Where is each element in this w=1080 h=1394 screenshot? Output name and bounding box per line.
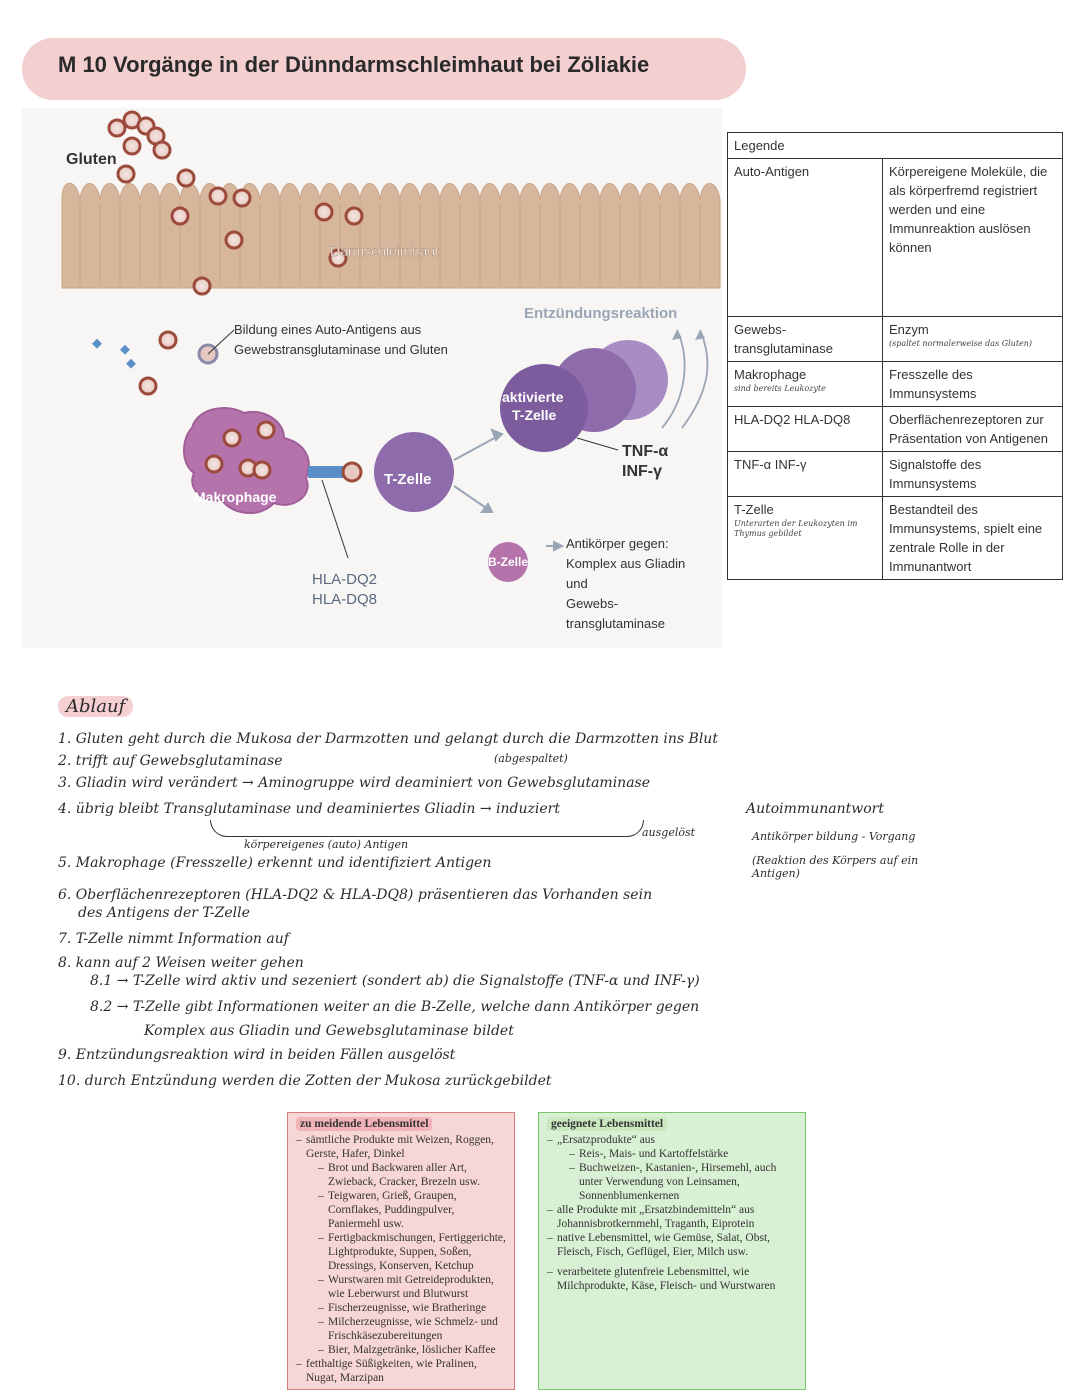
legend-definition: Fresszelle des Immunsystems xyxy=(882,361,1063,407)
note-annotation: (Reaktion des Körpers auf ein Antigen) xyxy=(752,854,919,880)
mucosa-label: Darmschleimhaut xyxy=(330,243,439,259)
inflammation-arrowheads xyxy=(672,330,705,340)
note-line: 7. T-Zelle nimmt Information auf xyxy=(58,931,289,947)
macrophage-gluten xyxy=(204,420,276,480)
note-line: 2. trifft auf Gewebsglutaminase xyxy=(58,753,283,769)
hla-pointer xyxy=(321,479,349,559)
antibody-label-1: Antikörper gegen: xyxy=(566,536,669,551)
antibody-label-2: Komplex aus Gliadin xyxy=(566,556,685,571)
note-line: 9. Entzündungsreaktion wird in beiden Fä… xyxy=(58,1047,456,1063)
auto-antigen-pointer xyxy=(207,329,235,355)
gluten-label: Gluten xyxy=(66,151,117,168)
macrophage-label: Makrophage xyxy=(194,489,277,505)
list-item: Teigwaren, Grieß, Graupen, Cornflakes, P… xyxy=(318,1189,506,1231)
suitable-foods-box: geeignete Lebensmittel „Ersatzprodukte“ … xyxy=(538,1112,806,1390)
hla-label-1: HLA-DQ2 xyxy=(312,571,377,588)
note-annotation: körpereigenes (auto) Antigen xyxy=(244,838,409,851)
note-line: 4. übrig bleibt Transglutaminase und dea… xyxy=(58,801,560,817)
list-item: fetthaltige Süßigkeiten, wie Pralinen, N… xyxy=(296,1357,506,1385)
b-cell-label: B-Zelle xyxy=(488,555,528,569)
legend-definition: Enzym(spaltet normalerweise das Gluten) xyxy=(882,316,1063,362)
activated-t-cell-1 xyxy=(500,364,588,452)
flow-arrows xyxy=(453,428,565,552)
hla-receptor xyxy=(308,466,350,478)
activated-t-cell-label-2: T-Zelle xyxy=(512,407,557,423)
note-line: des Antigens der T-Zelle xyxy=(78,905,250,921)
suitable-foods-heading: geeignete Lebensmittel xyxy=(547,1117,668,1131)
note-line: 5. Makrophage (Fresszelle) erkennt und i… xyxy=(58,855,492,871)
coeliac-diagram: Gluten Darmschleimhaut Entzündungsreakti… xyxy=(22,108,722,648)
notes-heading: Ablauf xyxy=(58,696,134,717)
note-annotation: Autoimmunantwort xyxy=(746,801,884,817)
legend-definition: Signalstoffe des Immunsystems xyxy=(882,451,1063,497)
t-cell xyxy=(374,432,454,512)
note-line: 1. Gluten geht durch die Mukosa der Darm… xyxy=(58,731,718,747)
foods-to-avoid-box: zu meidende Lebensmittel sämtliche Produ… xyxy=(287,1112,515,1390)
legend-table: Legende Auto-Antigen Körpereigene Molekü… xyxy=(727,132,1063,580)
auto-antigen-label-2: Gewebstransglutaminase und Gluten xyxy=(234,342,448,357)
note-line: 3. Gliadin wird verändert → Aminogruppe … xyxy=(58,775,651,791)
legend-definition: Körpereigene Moleküle, die als körperfre… xyxy=(882,158,1063,317)
list-item: Wurstwaren mit Getreideprodukten, wie Le… xyxy=(318,1273,506,1301)
list-item: Buchweizen-, Kastanien-, Hirsemehl, auch… xyxy=(569,1161,797,1203)
note-annotation: Antikörper bildung - Vorgang xyxy=(752,830,916,843)
note-annotation: (abgespaltet) xyxy=(494,752,568,765)
list-item: verarbeitete glutenfreie Lebensmittel, w… xyxy=(547,1265,797,1293)
legend-term: HLA-DQ2 HLA-DQ8 xyxy=(727,406,883,452)
presented-antigen xyxy=(341,461,363,483)
t-cell-label: T-Zelle xyxy=(384,471,432,488)
title-banner xyxy=(22,38,746,100)
underbrace xyxy=(210,820,644,837)
list-item: Milcherzeugnisse, wie Schmelz- und Frisc… xyxy=(318,1315,506,1343)
note-line: Komplex aus Gliadin und Gewebsglutaminas… xyxy=(144,1023,514,1039)
foods-to-avoid-heading: zu meidende Lebensmittel xyxy=(296,1117,433,1131)
note-line: 8.2 → T-Zelle gibt Informationen weiter … xyxy=(90,999,700,1015)
inf-label: INF-γ xyxy=(622,463,662,480)
auto-antigen-label-1: Bildung eines Auto-Antigens aus xyxy=(234,322,422,337)
list-item: „Ersatzprodukte“ aus Reis-, Mais- und Ka… xyxy=(547,1133,797,1203)
mucosa-villi xyxy=(61,182,721,289)
villi-shading xyxy=(79,203,701,286)
list-item: alle Produkte mit „Ersatzbindemitteln“ a… xyxy=(547,1203,797,1231)
legend-definition: Bestandteil des Immunsystems, spielt ein… xyxy=(882,496,1063,580)
legend-header: Legende xyxy=(727,132,1063,159)
gluten-rings xyxy=(107,110,364,396)
inflammation-arrows xyxy=(661,329,709,429)
activated-t-cell-label-1: aktivierte xyxy=(502,389,564,405)
list-item: native Lebensmittel, wie Gemüse, Salat, … xyxy=(547,1231,797,1259)
list-item: Brot und Backwaren aller Art, Zwieback, … xyxy=(318,1161,506,1189)
tnf-pointer xyxy=(576,437,619,451)
inflammation-label: Entzündungsreaktion xyxy=(524,305,677,322)
list-item: Fischerzeugnisse, wie Bratheringe xyxy=(318,1301,506,1315)
note-line: 10. durch Entzündung werden die Zotten d… xyxy=(58,1073,552,1089)
transglutaminase-fragments xyxy=(92,338,136,369)
list-item: Bier, Malzgetränke, löslicher Kaffee xyxy=(318,1343,506,1357)
antibody-label-3: und xyxy=(566,576,588,591)
note-annotation: ausgelöst xyxy=(642,826,696,839)
page-title: M 10 Vorgänge in der Dünndarmschleimhaut… xyxy=(58,52,650,77)
note-line: 8. kann auf 2 Weisen weiter gehen xyxy=(58,955,304,971)
legend-handwritten-note: (spaltet normalerweise das Gluten) xyxy=(889,339,1033,348)
hla-label-2: HLA-DQ8 xyxy=(312,591,377,608)
note-line: 6. Oberflächenrezeptoren (HLA-DQ2 & HLA-… xyxy=(58,887,653,903)
legend-handwritten-note: Unterarten der Leukozyten im Thymus gebi… xyxy=(734,519,858,538)
legend-term: Auto-Antigen xyxy=(727,158,883,317)
antibody-label-5: transglutaminase xyxy=(566,616,665,631)
list-item: sämtliche Produkte mit Weizen, Roggen, G… xyxy=(296,1133,506,1357)
tnf-label: TNF-α xyxy=(622,443,668,460)
legend-term: Gewebs-transglutaminase xyxy=(727,316,883,362)
legend-term: TNF-α INF-γ xyxy=(727,451,883,497)
b-cell xyxy=(488,542,528,582)
antibody-label-4: Gewebs- xyxy=(566,596,618,611)
list-item: Reis-, Mais- und Kartoffelstärke xyxy=(569,1147,797,1161)
legend-handwritten-note: sind bereits Leukozyte xyxy=(734,384,826,393)
legend-definition: Oberflächenrezeptoren zur Präsentation v… xyxy=(882,406,1063,452)
note-line: 8.1 → T-Zelle wird aktiv und sezeniert (… xyxy=(90,973,700,989)
list-item: Fertigbackmischungen, Fertiggerichte, Li… xyxy=(318,1231,506,1273)
